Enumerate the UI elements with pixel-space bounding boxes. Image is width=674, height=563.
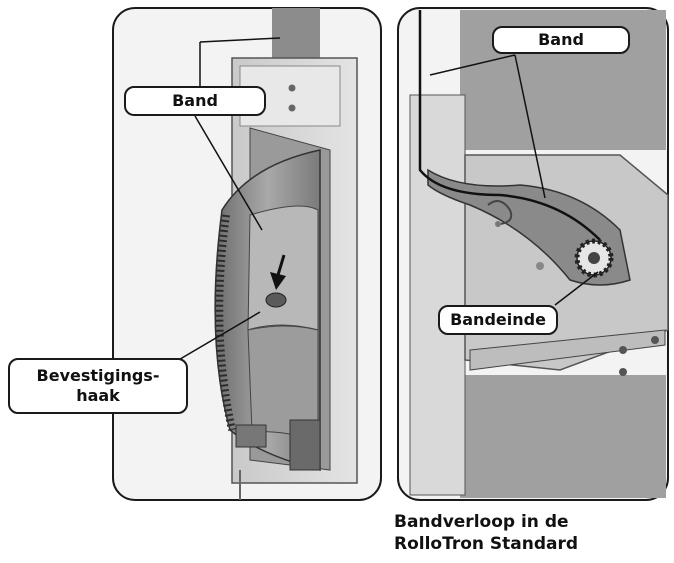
band-path <box>418 10 601 241</box>
label-band-left: Band <box>124 86 266 116</box>
label-band-right-text: Band <box>538 30 584 49</box>
label-band-end: Bandeinde <box>438 305 558 335</box>
screw-hole <box>288 84 296 92</box>
caption-line1: Bandverloop in de <box>394 512 569 532</box>
right-panel <box>397 7 669 501</box>
figure-caption: Bandverloop in de RolloTron Standard <box>394 511 664 555</box>
hook-hole <box>265 292 287 308</box>
gear-teeth <box>215 214 236 431</box>
left-panel <box>112 7 382 501</box>
label-band-right: Band <box>492 26 630 54</box>
band-leader <box>194 115 263 231</box>
label-band-end-text: Bandeinde <box>450 310 546 329</box>
down-arrow-icon <box>270 254 286 290</box>
right-band-leader-a <box>429 54 516 76</box>
right-band-leader-b <box>514 54 546 199</box>
band-end-leader <box>554 271 599 306</box>
screw-hole <box>288 104 296 112</box>
hook-leader <box>169 311 261 366</box>
label-hook-line2: haak <box>76 386 120 405</box>
band-leader-top <box>199 37 281 43</box>
label-hook-line1: Bevestigings- <box>36 366 160 385</box>
label-band-left-text: Band <box>172 91 218 110</box>
caption-line2: RolloTron Standard <box>394 534 579 555</box>
label-hook: Bevestigings- haak <box>8 358 188 414</box>
gear-icon <box>574 238 614 278</box>
